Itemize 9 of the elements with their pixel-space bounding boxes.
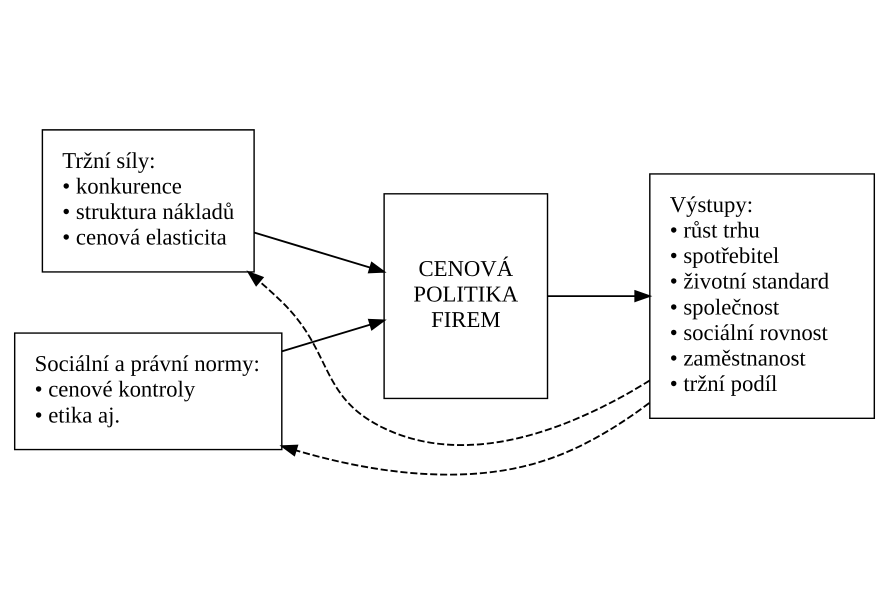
node-box: CENOVÁ POLITIKA FIREM <box>382 193 548 400</box>
arrow <box>254 232 386 274</box>
node-box: Výstupy: • růst trhu • spotřebitel • životní standard • společnost • sociální rovnost • zaměstnanost • tržní podíl <box>648 173 875 420</box>
arrow <box>281 318 386 352</box>
node-box: Sociální a právní normy: • cenové kontroly • etika aj. <box>13 332 282 450</box>
arrow <box>246 270 650 446</box>
arrow <box>278 402 650 476</box>
arrow <box>547 290 652 302</box>
node-box: Tržní síly: • konkurence • struktura nákladů • cenová elasticita <box>41 129 254 273</box>
